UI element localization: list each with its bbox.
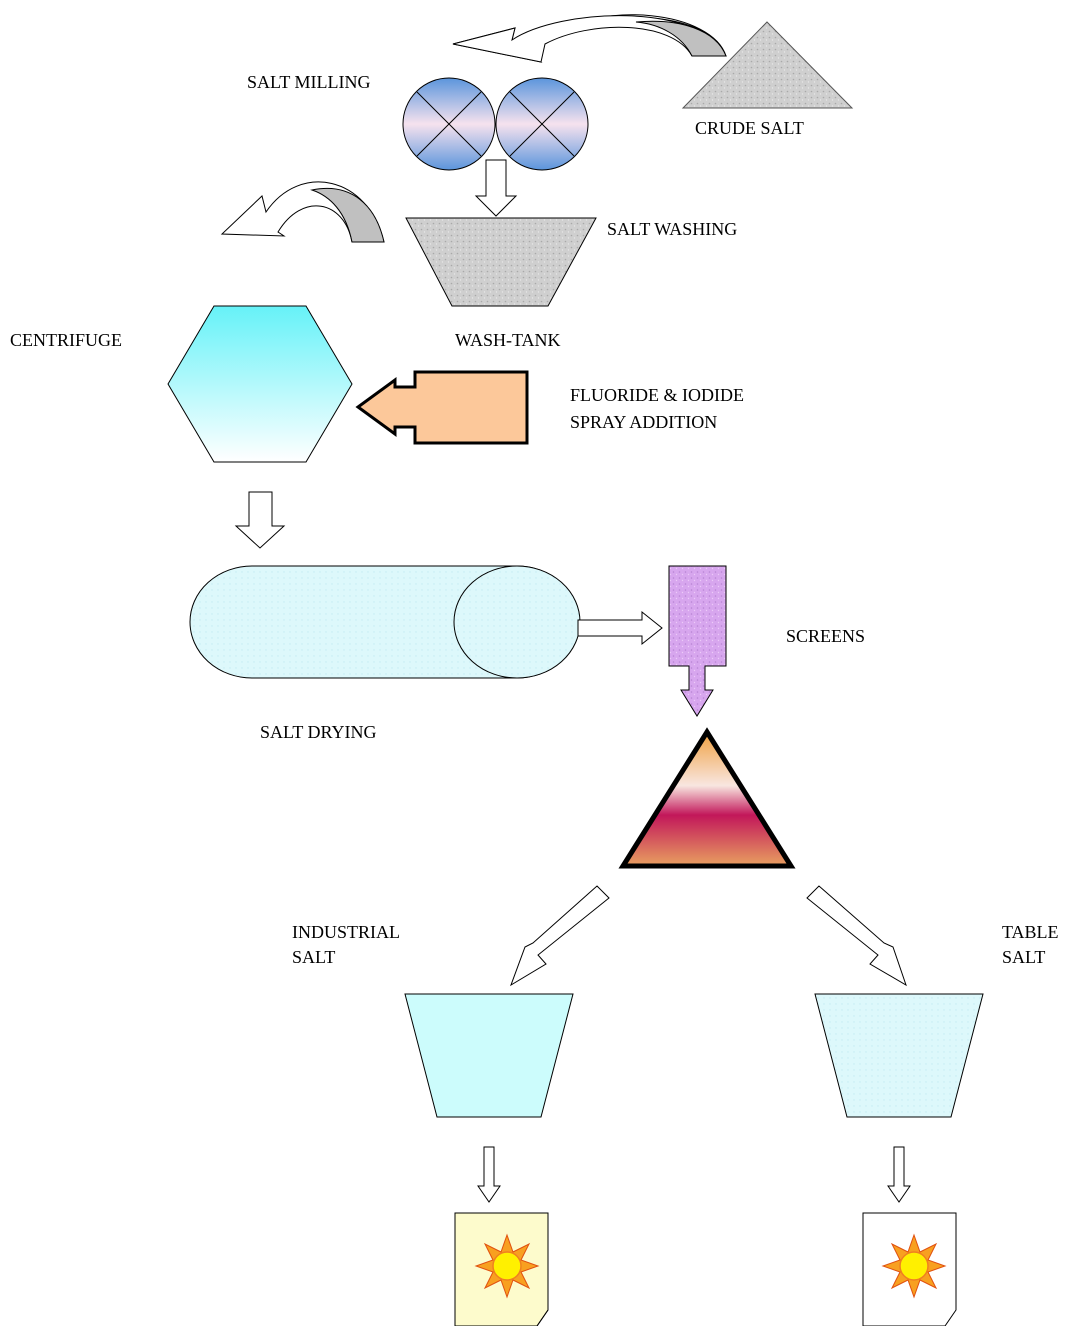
- spray-addition-box: [355, 370, 529, 445]
- crude-salt-pile: [681, 21, 854, 109]
- label-salt-milling: SALT MILLING: [247, 72, 371, 92]
- sun-icon: [474, 1233, 540, 1299]
- label-table-line1: TABLE: [1002, 922, 1059, 942]
- label-centrifuge: CENTRIFUGE: [10, 330, 122, 350]
- arrow-to-industrial-salt: [510, 885, 610, 987]
- label-fluoride-line2: SPRAY ADDITION: [570, 412, 717, 432]
- mill-roller-right: [495, 77, 589, 171]
- label-industrial-line2: SALT: [292, 947, 335, 967]
- table-salt-package: [862, 1212, 957, 1326]
- sorter-triangle: [618, 727, 796, 869]
- label-screens: SCREENS: [786, 626, 865, 646]
- curved-arrow-crude-shadow: [635, 20, 727, 57]
- screens-unit: [668, 565, 727, 717]
- arrow-dryer-to-screens: [577, 610, 663, 646]
- arrow-mill-to-tank: [474, 159, 518, 217]
- wash-tank: [405, 217, 597, 307]
- arrow-table-to-package: [887, 1146, 911, 1203]
- label-fluoride-line1: FLUORIDE & IODIDE: [570, 385, 744, 405]
- arrow-industrial-to-package: [477, 1146, 501, 1203]
- mill-roller-left: [402, 77, 496, 171]
- label-salt-washing: SALT WASHING: [607, 219, 737, 239]
- label-salt-drying: SALT DRYING: [260, 722, 377, 742]
- industrial-salt-package: [454, 1212, 549, 1326]
- label-industrial-line1: INDUSTRIAL: [292, 922, 400, 942]
- arrow-centrifuge-to-dryer: [234, 491, 286, 549]
- salt-dryer-end: [453, 565, 581, 679]
- industrial-salt-bucket: [404, 993, 574, 1118]
- table-salt-bucket: [814, 993, 984, 1118]
- label-wash-tank: WASH-TANK: [455, 330, 561, 350]
- sun-icon: [881, 1233, 947, 1299]
- label-table-line2: SALT: [1002, 947, 1045, 967]
- label-crude-salt: CRUDE SALT: [695, 118, 804, 138]
- arrow-to-table-salt: [806, 885, 907, 987]
- centrifuge-hexagon: [167, 305, 353, 463]
- curved-arrow-tank-shadow: [310, 188, 385, 243]
